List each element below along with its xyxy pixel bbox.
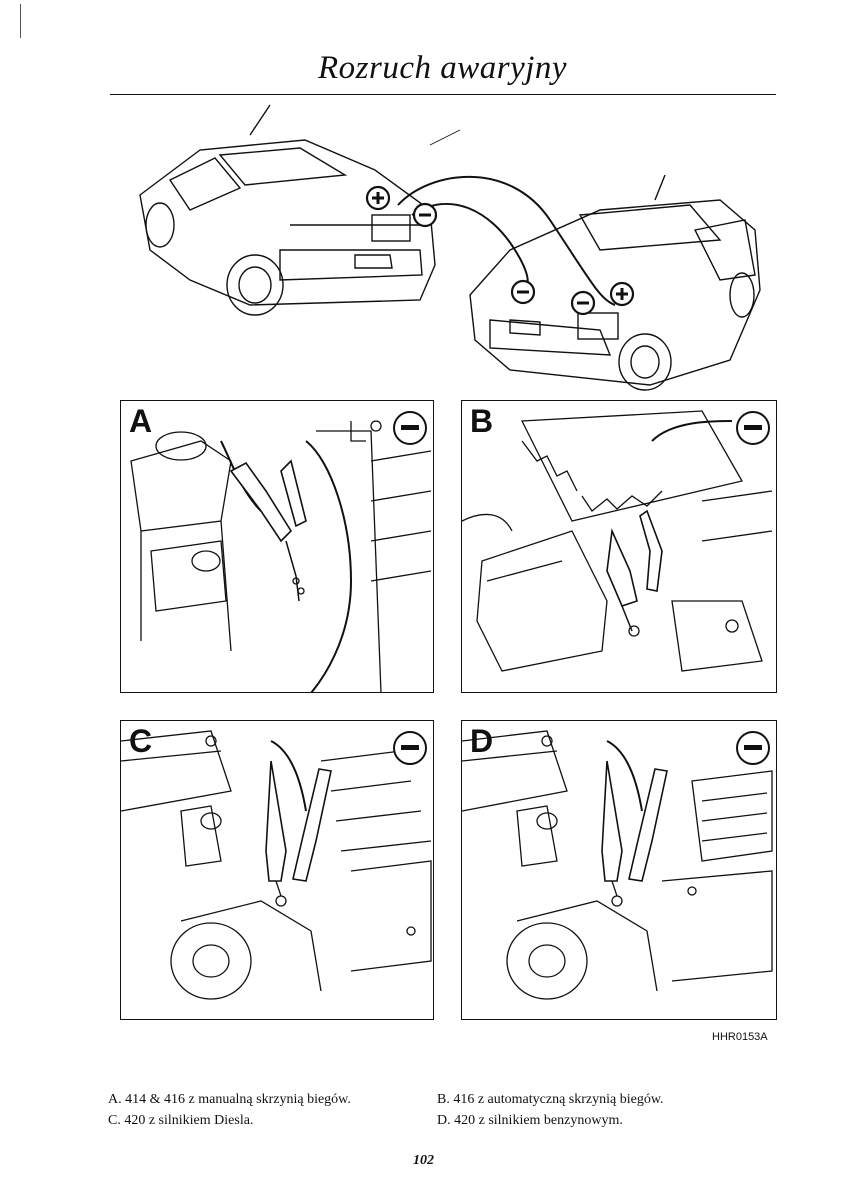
caption-a: A. 414 & 416 z manualną skrzynią biegów.: [108, 1092, 351, 1107]
panel-a: A: [120, 400, 434, 693]
panel-letter-a: A: [129, 403, 153, 439]
minus-icon: [510, 279, 536, 305]
margin-mark: [20, 4, 21, 38]
caption-b: B. 416 z automatyczną skrzynią biegów.: [437, 1092, 664, 1107]
caption-d: D. 420 z silnikiem benzynowym.: [437, 1113, 623, 1128]
minus-icon: [736, 731, 770, 765]
panel-b: B: [461, 400, 777, 693]
caption-c: C. 420 z silnikiem Diesla.: [108, 1113, 254, 1128]
battery-left: [371, 214, 411, 242]
page-number: 102: [413, 1153, 434, 1168]
panel-letter-b: B: [470, 403, 494, 439]
overview-illustration: [130, 100, 770, 400]
panel-letter-d: D: [470, 723, 494, 759]
panel-d: D: [461, 720, 777, 1020]
car-right: [469, 174, 761, 391]
plus-icon: [365, 185, 391, 211]
minus-icon: [736, 411, 770, 445]
minus-icon: [393, 731, 427, 765]
minus-icon: [570, 290, 596, 316]
panel-c: C: [120, 720, 434, 1020]
plus-icon: [609, 281, 635, 307]
car-left: [139, 104, 436, 316]
figure-code: HHR0153A: [712, 1031, 768, 1043]
minus-icon: [412, 202, 438, 228]
battery-right: [577, 312, 619, 340]
minus-icon: [393, 411, 427, 445]
panel-letter-c: C: [129, 723, 153, 759]
page-title: Rozruch awaryjny: [318, 50, 568, 86]
title-rule: [110, 94, 776, 95]
